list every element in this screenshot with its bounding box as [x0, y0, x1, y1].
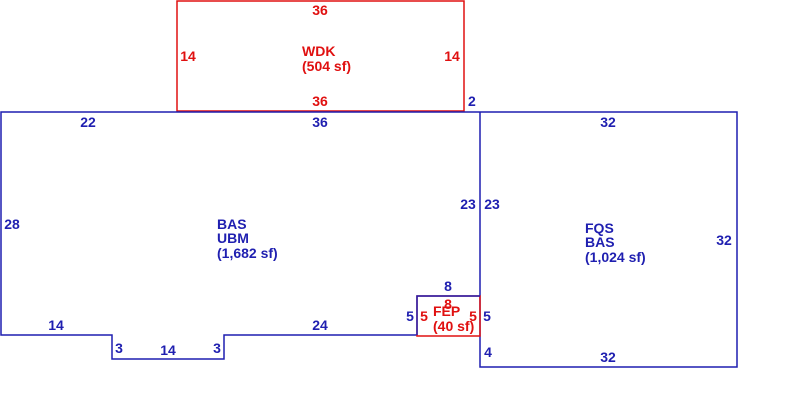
wdk-area: (504 sf)	[302, 58, 351, 74]
fep-name: FEP	[433, 303, 460, 319]
dim-main-top-mid: 36	[312, 114, 328, 130]
dim-main-inner-right-a: 23	[460, 196, 476, 212]
dim-main-bottom-left: 14	[48, 317, 64, 333]
dim-step-4: 4	[484, 344, 492, 360]
fep-overlap-label: 8	[444, 296, 452, 312]
wdk-name: WDK	[302, 43, 335, 59]
dim-fep-right-red: 5	[469, 308, 477, 324]
dim-main-bottom-mid: 24	[312, 317, 328, 333]
bas-ubm-area: (1,682 sf)	[217, 245, 278, 261]
dim-fqs-bottom: 32	[600, 349, 616, 365]
dim-notch-right: 3	[213, 340, 221, 356]
bas-ubm-name-1: BAS	[217, 216, 247, 232]
dim-wdk-left: 14	[180, 48, 196, 64]
dim-fqs-top: 32	[600, 114, 616, 130]
dim-fep-left-red: 5	[420, 308, 428, 324]
dim-offset-2: 2	[468, 93, 476, 109]
dim-wdk-bottom: 36	[312, 93, 328, 109]
fep-area: (40 sf)	[433, 318, 474, 334]
dim-main-left: 28	[4, 216, 20, 232]
dim-notch-left: 3	[115, 340, 123, 356]
fep-blue-outline	[416, 295, 480, 335]
dim-main-top-left: 22	[80, 114, 96, 130]
bas-ubm-name-2: UBM	[217, 230, 249, 246]
dim-wdk-right: 14	[444, 48, 460, 64]
dim-notch-bottom: 14	[160, 342, 176, 358]
fqs-name-1: FQS	[585, 220, 614, 236]
fqs-area: (1,024 sf)	[585, 249, 646, 265]
dim-fep-top: 8	[444, 278, 452, 294]
dim-wdk-top: 36	[312, 2, 328, 18]
dim-main-inner-right-b: 23	[484, 196, 500, 212]
fqs-name-2: BAS	[585, 234, 615, 250]
fqs-outline	[479, 111, 738, 368]
dim-fep-right-blue: 5	[483, 308, 491, 324]
dim-fep-left-blue: 5	[406, 308, 414, 324]
main-building-outline	[0, 111, 480, 360]
wdk-outline	[176, 0, 465, 112]
dim-fqs-right: 32	[716, 232, 732, 248]
